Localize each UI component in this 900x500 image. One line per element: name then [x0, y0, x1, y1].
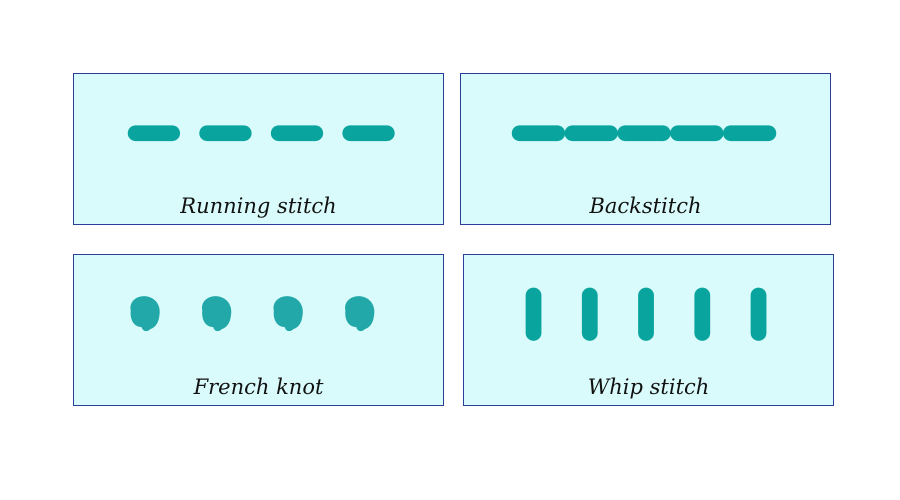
french-knot-illustration — [130, 296, 375, 332]
backstitch-segment — [670, 125, 724, 142]
running-stitch-panel: Running stitch — [73, 73, 444, 225]
running-stitch — [199, 125, 252, 142]
whip-stitch — [694, 287, 711, 341]
backstitch-segment — [722, 125, 777, 142]
whip-stitch-label: Whip stitch — [587, 375, 710, 399]
running-stitch — [342, 125, 395, 142]
whip-stitch-illustration — [525, 287, 767, 341]
whip-stitch — [750, 287, 767, 341]
whip-stitch — [581, 287, 598, 341]
whip-stitch — [638, 287, 654, 341]
french-knot-label: French knot — [193, 375, 324, 399]
backstitch-segment — [617, 125, 671, 142]
backstitch-segment — [511, 125, 566, 142]
french-knot — [130, 296, 160, 332]
running-stitch-illustration — [127, 125, 395, 142]
french-knot — [201, 296, 232, 332]
running-stitch — [127, 125, 181, 142]
running-stitch-label: Running stitch — [180, 194, 337, 218]
backstitch-segment — [564, 125, 618, 142]
french-knot — [345, 296, 375, 332]
backstitch-illustration — [511, 125, 777, 142]
backstitch-label: Backstitch — [589, 194, 702, 218]
french-knot — [273, 296, 303, 332]
whip-stitch-panel: Whip stitch — [463, 254, 834, 406]
running-stitch — [270, 125, 324, 142]
whip-stitch — [525, 287, 542, 341]
backstitch-panel: Backstitch — [460, 73, 831, 225]
french-knot-panel: French knot — [73, 254, 444, 406]
